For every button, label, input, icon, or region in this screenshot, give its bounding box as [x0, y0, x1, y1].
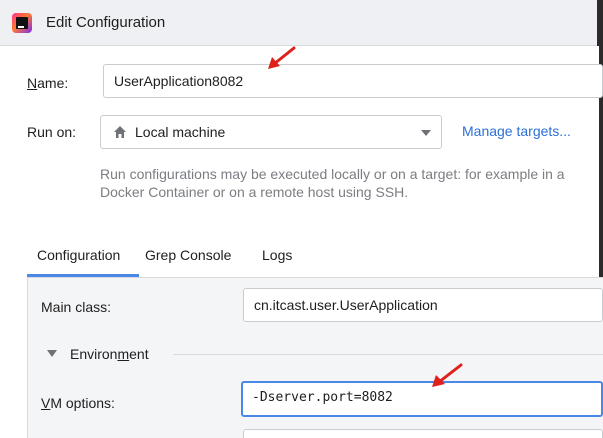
environment-section-title[interactable]: Environment [70, 346, 149, 362]
intellij-idea-icon [12, 13, 32, 33]
run-on-label: Run on: [27, 124, 77, 140]
tab-configuration[interactable]: Configuration [37, 247, 121, 263]
name-field[interactable]: UserApplication8082 [103, 64, 603, 98]
vm-options-label: VM options: [41, 395, 115, 411]
tab-logs[interactable]: Logs [262, 247, 293, 263]
home-icon [114, 126, 126, 138]
section-divider [173, 354, 603, 355]
selected-tab-indicator [27, 274, 139, 277]
window-edge [597, 0, 603, 46]
run-on-dropdown[interactable]: Local machine [100, 115, 442, 149]
main-class-field[interactable]: cn.itcast.user.UserApplication [243, 288, 603, 322]
triangle-down-icon[interactable] [47, 350, 57, 358]
name-label: Name: [27, 75, 69, 91]
window-title: Edit Configuration [46, 14, 166, 31]
run-on-value: Local machine [135, 124, 226, 140]
tabs-divider [27, 277, 603, 278]
window-edge-right [599, 46, 603, 438]
chevron-down-icon [421, 130, 431, 136]
title-bar: Edit Configuration [0, 0, 603, 46]
tab-grep-console[interactable]: Grep Console [145, 247, 232, 263]
vm-options-field[interactable]: -Dserver.port=8082 [241, 381, 603, 417]
next-field[interactable] [243, 429, 603, 438]
run-on-hint: Run configurations may be executed local… [100, 166, 565, 200]
manage-targets-link[interactable]: Manage targets... [462, 123, 571, 139]
main-class-label: Main class: [41, 299, 112, 315]
